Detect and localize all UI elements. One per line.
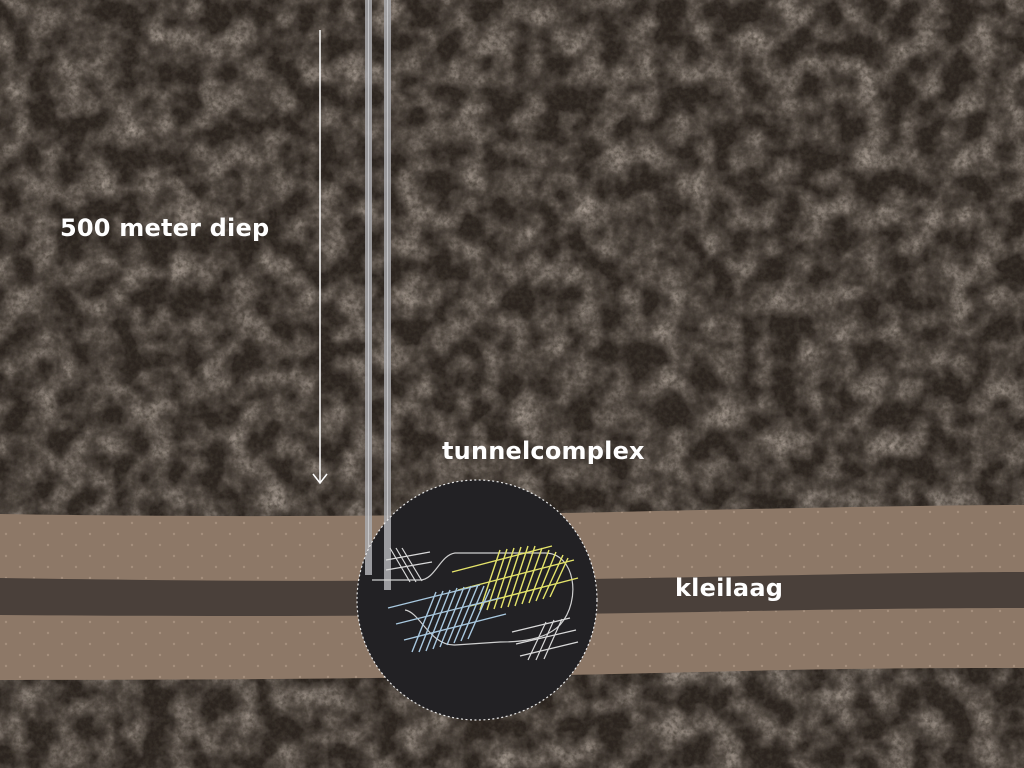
- depth-label: 500 meter diep: [60, 214, 270, 242]
- magnifier-outline: [356, 479, 598, 721]
- tunnel-complex-magnifier: [356, 479, 598, 721]
- tunnel-section-white: [385, 547, 579, 661]
- tunnel-section-blue: [387, 584, 507, 653]
- depth-arrowhead: [312, 473, 328, 485]
- tunnel-complex-label: tunnelcomplex: [442, 437, 645, 465]
- clay-layer-label: kleilaag: [675, 574, 784, 602]
- access-shafts: [365, 0, 391, 578]
- main-tunnel-loop: [372, 552, 574, 646]
